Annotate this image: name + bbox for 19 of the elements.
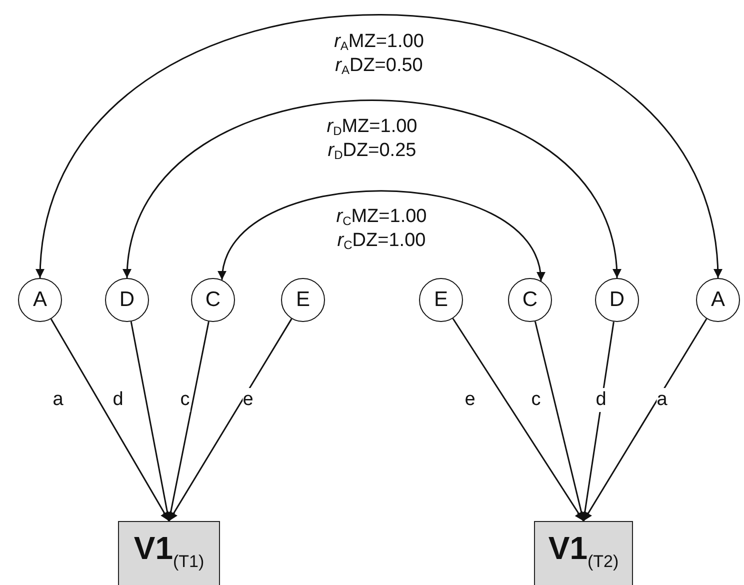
arrow [168,318,292,522]
variable-label: V1$_{(T2)}$ [548,532,619,570]
variable-box [534,521,633,585]
latent-circle: C [191,278,235,322]
arrow [50,318,170,522]
arrow [124,100,620,278]
edge-label: d [596,388,606,412]
latent-circle: D [595,278,639,322]
variable-box [118,521,220,585]
variable-label: V1$_{(T1)}$ [134,532,204,570]
latent-circle: D [105,278,149,322]
latent-circle: E [419,278,463,322]
latent-circle: A [696,278,740,322]
latent-circle: A [18,278,62,322]
latent-circle: E [281,278,325,322]
arrow [582,318,708,522]
arrow [220,190,544,282]
arrow [452,318,584,522]
latent-circle: C [508,278,552,322]
